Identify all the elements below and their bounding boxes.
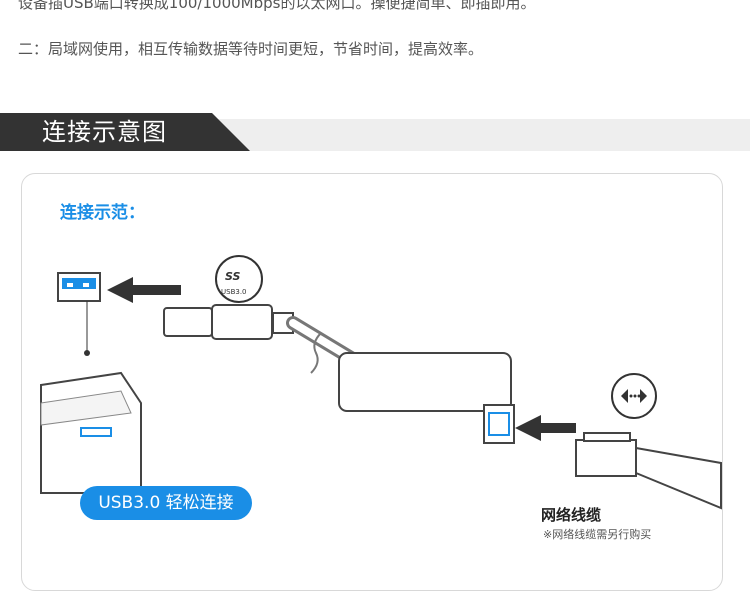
usb-port-icon [57, 272, 101, 356]
arrow-icon [107, 277, 181, 303]
intro-line-2: 二：局域网使用，相互传输数据等待时间更短，节省时间，提高效率。 [18, 40, 484, 58]
usb-plug [163, 304, 358, 374]
usb-badge-text: SS [225, 270, 241, 283]
rj45-plug-icon [575, 432, 722, 510]
intro-line-1: 设备插USB端口转换成100/1000Mbps的以太网口。操便捷简单、即插即用。 [18, 0, 536, 12]
panel-title: 连接示范： [60, 203, 145, 223]
laptop-icon [40, 371, 142, 494]
cable-label: 网络线缆 [541, 506, 602, 524]
cable-note: ※网络线缆需另行购买 [543, 528, 652, 541]
section-header-tab [0, 107, 250, 151]
arrow-icon [515, 415, 576, 441]
network-arrows-icon [611, 373, 657, 419]
section-title: 连接示意图 [42, 118, 167, 146]
ethernet-adapter [338, 352, 515, 444]
usb-superspeed-icon [215, 255, 263, 303]
usb-pill-label: USB3.0 轻松连接 [80, 486, 252, 520]
usb-badge-sub: USB3.0 [221, 288, 247, 296]
connection-diagram: SS USB3.0 [40, 255, 722, 510]
